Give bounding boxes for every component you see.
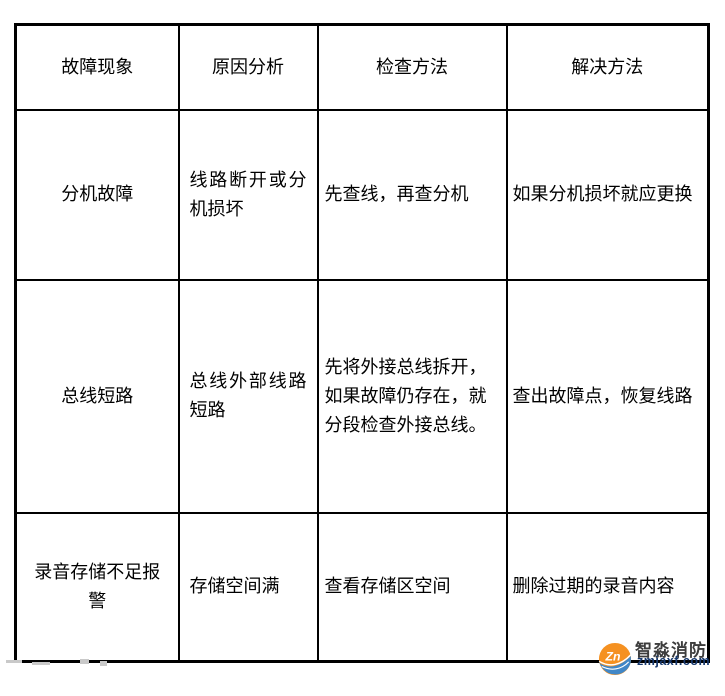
- cell-solution: 查出故障点，恢复线路: [505, 278, 710, 514]
- cell-cause: 总线外部线路短路: [177, 278, 319, 514]
- header-cell-solution: 解决方法: [505, 23, 710, 111]
- faint-watermark-remnants: [4, 658, 234, 666]
- brand-domain: zmjaxf.com: [637, 654, 711, 668]
- header-cell-check: 检查方法: [316, 23, 508, 111]
- cell-check: 先将外接总线拆开，如果故障仍存在，就分段检查外接总线。: [316, 278, 508, 514]
- cell-cause: 线路断开或分机损坏: [177, 108, 319, 281]
- header-cell-phenomenon: 故障现象: [14, 23, 180, 111]
- table-row: 录音存储不足报警 存储空间满 查看存储区空间 删除过期的录音内容: [14, 511, 710, 663]
- cell-cause: 存储空间满: [177, 511, 319, 663]
- cell-phenomenon: 分机故障: [14, 108, 180, 281]
- cell-phenomenon: 总线短路: [14, 278, 180, 514]
- cell-check: 先查线，再查分机: [316, 108, 508, 281]
- table-header-row: 故障现象 原因分析 检查方法 解决方法: [14, 23, 710, 111]
- brand-logo-icon: Zn: [598, 642, 632, 676]
- table-row: 分机故障 线路断开或分机损坏 先查线，再查分机 如果分机损坏就应更换: [14, 108, 710, 281]
- cell-solution: 如果分机损坏就应更换: [505, 108, 710, 281]
- cell-solution: 删除过期的录音内容: [505, 511, 710, 663]
- header-cell-cause: 原因分析: [177, 23, 319, 111]
- table-row: 总线短路 总线外部线路短路 先将外接总线拆开，如果故障仍存在，就分段检查外接总线…: [14, 278, 710, 514]
- logo-monogram: Zn: [605, 649, 621, 663]
- cell-check: 查看存储区空间: [316, 511, 508, 663]
- fault-troubleshooting-table: 故障现象 原因分析 检查方法 解决方法 分机故障 线路断开或分机损坏 先查线，再…: [14, 23, 710, 663]
- watermark: Zn 智淼消防 zmjaxf.com: [596, 634, 714, 680]
- brand-name: 智淼消防: [635, 641, 707, 660]
- cell-phenomenon: 录音存储不足报警: [14, 511, 180, 663]
